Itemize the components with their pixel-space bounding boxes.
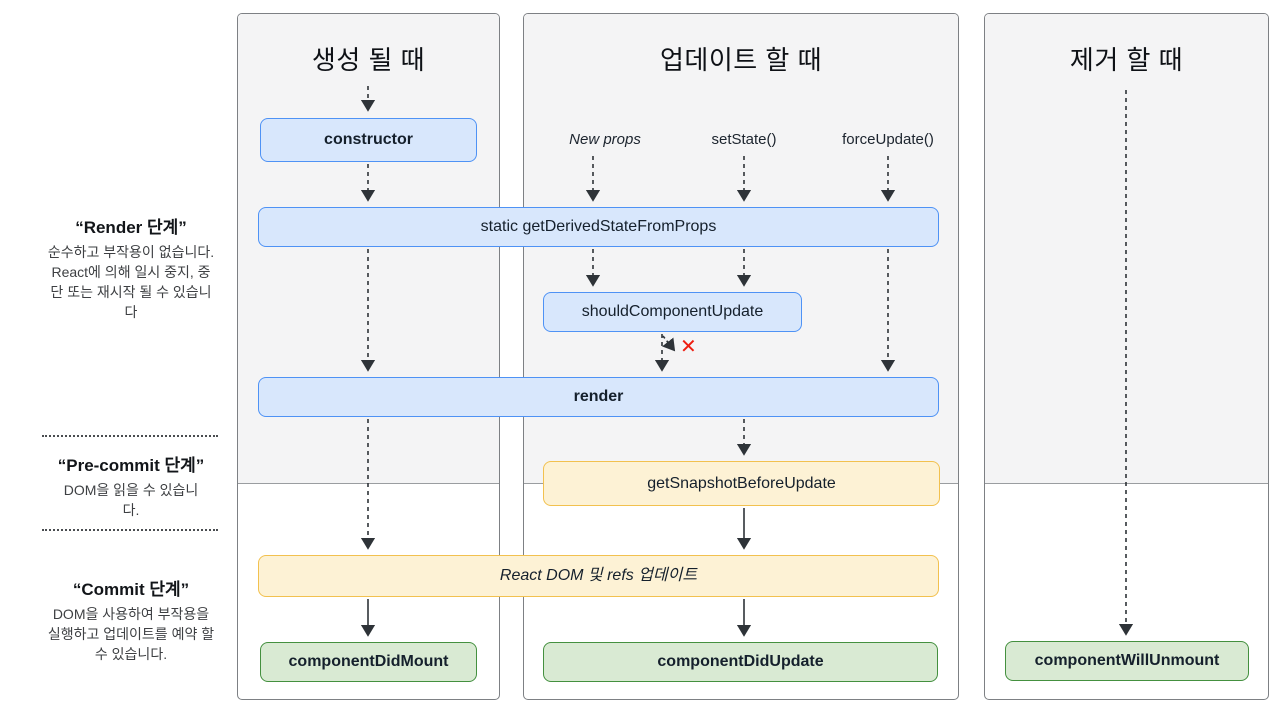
unmount-render-phase-region: [985, 14, 1268, 484]
unmount-column-title: 제거 할 때: [1069, 45, 1184, 75]
forceupdate-label: forceUpdate(): [842, 131, 934, 148]
should-component-update-node: shouldComponentUpdate: [543, 292, 802, 332]
pre-commit-phase-title: “Pre-commit 단계”: [57, 456, 205, 475]
commit-phase-title: “Commit 단계”: [72, 580, 190, 599]
component-will-unmount-node: componentWillUnmount: [1005, 641, 1249, 681]
get-derived-state-from-props-node: static getDerivedStateFromProps: [258, 207, 939, 247]
pre-commit-phase-description: DOM을 읽을 수 있습니다.: [63, 482, 199, 518]
setstate-label: setState(): [711, 131, 777, 148]
phase-separator-line: [42, 435, 218, 437]
mount-column-title: 생성 될 때: [311, 45, 426, 75]
new-props-label: New props: [569, 131, 641, 148]
phase-separator-line: [42, 529, 218, 531]
component-did-mount-node: componentDidMount: [260, 642, 477, 682]
render-phase-title: “Render 단계”: [75, 218, 187, 237]
update-column-title: 업데이트 할 때: [660, 45, 822, 75]
get-snapshot-before-update-node: getSnapshotBeforeUpdate: [543, 461, 940, 506]
component-did-update-node: componentDidUpdate: [543, 642, 938, 682]
render-phase-description: 순수하고 부작용이 없습니다. React에 의해 일시 중지, 중단 또는 재…: [47, 244, 215, 320]
render-node: render: [258, 377, 939, 417]
constructor-node: constructor: [260, 118, 477, 162]
commit-phase-description: DOM을 사용하여 부작용을 실행하고 업데이트를 예약 할 수 있습니다.: [47, 606, 215, 662]
should-update-false-x-icon: ✕: [680, 336, 697, 358]
react-dom-refs-update-node: React DOM 및 refs 업데이트: [258, 555, 939, 597]
unmount-column-panel: 제거 할 때: [984, 13, 1269, 700]
